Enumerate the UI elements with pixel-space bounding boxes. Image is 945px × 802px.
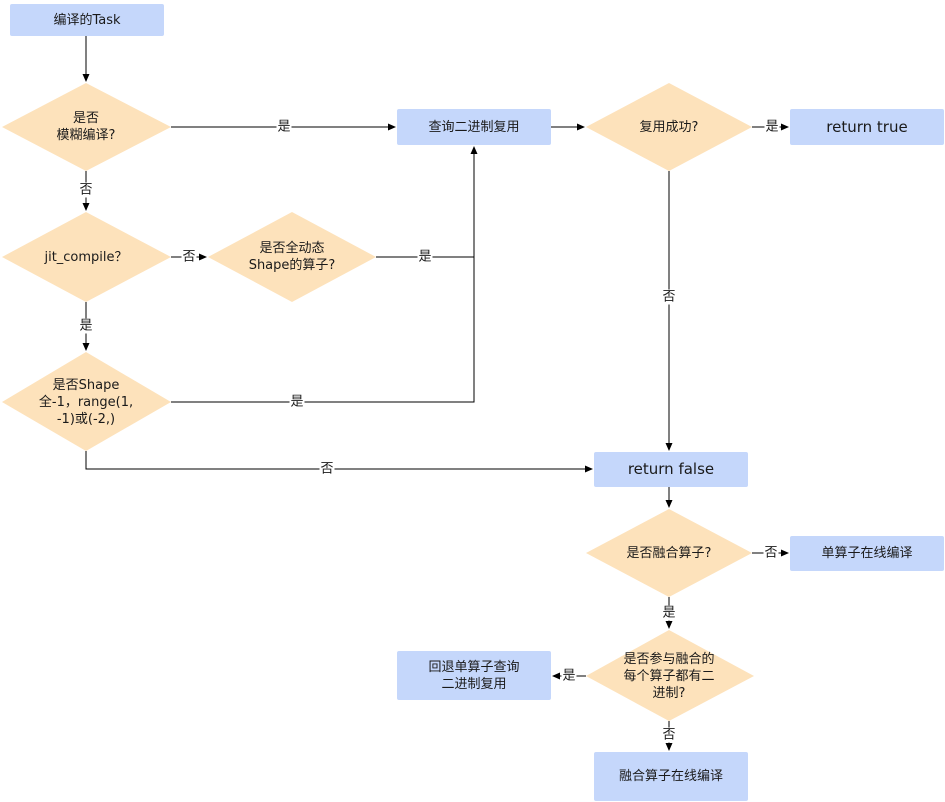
text-is-fused: 是否融合算子?	[626, 545, 712, 561]
text-all-have-binary: 是否参与融合的 每个算子都有二 进制?	[623, 651, 715, 701]
edge-dynamic-to-query	[376, 146, 478, 258]
label-no-jit: 否	[181, 249, 197, 265]
label-yes-dynamic: 是	[417, 249, 433, 265]
edge-shape-to-false	[85, 451, 593, 473]
diamond-is-fused	[586, 509, 752, 597]
diamond-reuse-ok	[586, 83, 752, 171]
diamond-shape-check	[2, 352, 171, 451]
label-yes-binary: 是	[561, 668, 577, 684]
label-no-fused: 否	[763, 545, 779, 561]
text-is-fuzzy: 是否 模糊编译?	[56, 111, 116, 143]
text-jit-compile: jit_compile？	[44, 249, 128, 265]
diamond-is-fuzzy	[2, 83, 171, 171]
node-compile-task: 编译的Task	[10, 4, 164, 36]
diamond-all-have-binary	[586, 630, 754, 721]
label-yes-shape: 是	[289, 394, 305, 410]
node-fallback-single: 回退单算子查询 二进制复用	[397, 651, 551, 700]
text-reuse-ok: 复用成功?	[639, 119, 699, 135]
label-no-reuse: 否	[661, 289, 677, 305]
node-single-online: 单算子在线编译	[790, 536, 944, 571]
text-shape-check: 是否Shape 全-1，range(1, -1)或(-2,)	[38, 377, 134, 427]
label-yes-reuse: 是	[764, 119, 780, 135]
label-yes-fuzzy: 是	[276, 119, 292, 135]
text-full-dynamic: 是否全动态 Shape的算子?	[248, 241, 336, 273]
label-no-binary: 否	[661, 727, 677, 743]
label-yes-jit: 是	[78, 318, 94, 334]
edge-shape-to-query	[171, 257, 475, 403]
node-return-true: return true	[790, 109, 944, 145]
label-no-fuzzy: 否	[78, 182, 94, 198]
node-return-false: return false	[594, 452, 748, 487]
node-fused-online: 融合算子在线编译	[594, 752, 748, 801]
diamond-full-dynamic	[208, 212, 376, 302]
node-query-binary: 查询二进制复用	[397, 109, 551, 145]
diamond-jit-compile	[2, 212, 171, 302]
label-no-shape: 否	[319, 461, 335, 477]
label-yes-fused: 是	[661, 605, 677, 621]
